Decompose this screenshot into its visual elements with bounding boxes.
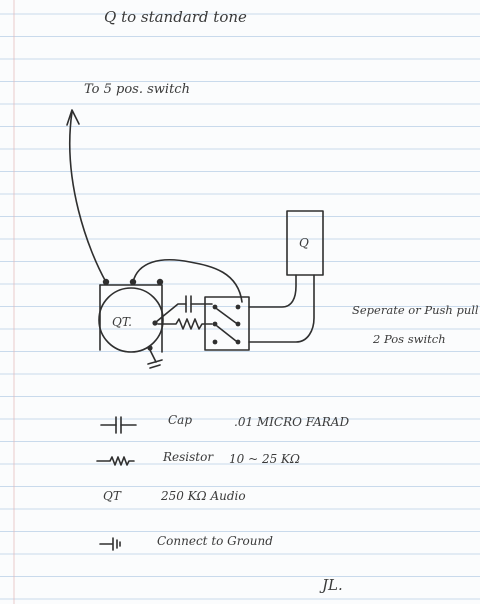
q-box-label: Q — [299, 236, 309, 250]
legend-cap-value: .01 MICRO FARAD — [234, 415, 349, 429]
resistor — [157, 318, 213, 330]
resistor-symbol — [96, 456, 135, 466]
q-module: Q — [286, 210, 324, 276]
legend-resistor-value: 10 ~ 25 KΩ — [229, 452, 300, 466]
legend-resistor-name: Resistor — [162, 450, 214, 464]
capacitor-symbol — [100, 416, 137, 434]
switch-note-line2: 2 Pos switch — [372, 332, 446, 346]
legend-ground-name: Connect to Ground — [157, 534, 273, 548]
selector-switch — [204, 296, 250, 351]
signature: JL. — [319, 576, 343, 594]
wire-q-top — [248, 274, 297, 308]
arrow-to-switch — [66, 109, 107, 283]
qt-potentiometer: QT. — [98, 278, 164, 353]
pot-label: QT. — [112, 315, 132, 329]
legend-qt-value: 250 KΩ Audio — [160, 489, 246, 503]
legend-cap-name: Cap — [168, 413, 192, 427]
switch-note-line1: Seperate or Push pull — [352, 303, 479, 317]
arrow-label: To 5 pos. switch — [84, 82, 190, 97]
legend-qt-name: QT — [103, 489, 122, 503]
pot-ground — [147, 349, 163, 369]
ground-symbol — [99, 537, 121, 551]
capacitor — [155, 295, 213, 323]
wire-q-bottom — [248, 274, 315, 343]
page-title: Q to standard tone — [104, 8, 247, 26]
wire-to-q — [132, 259, 243, 303]
